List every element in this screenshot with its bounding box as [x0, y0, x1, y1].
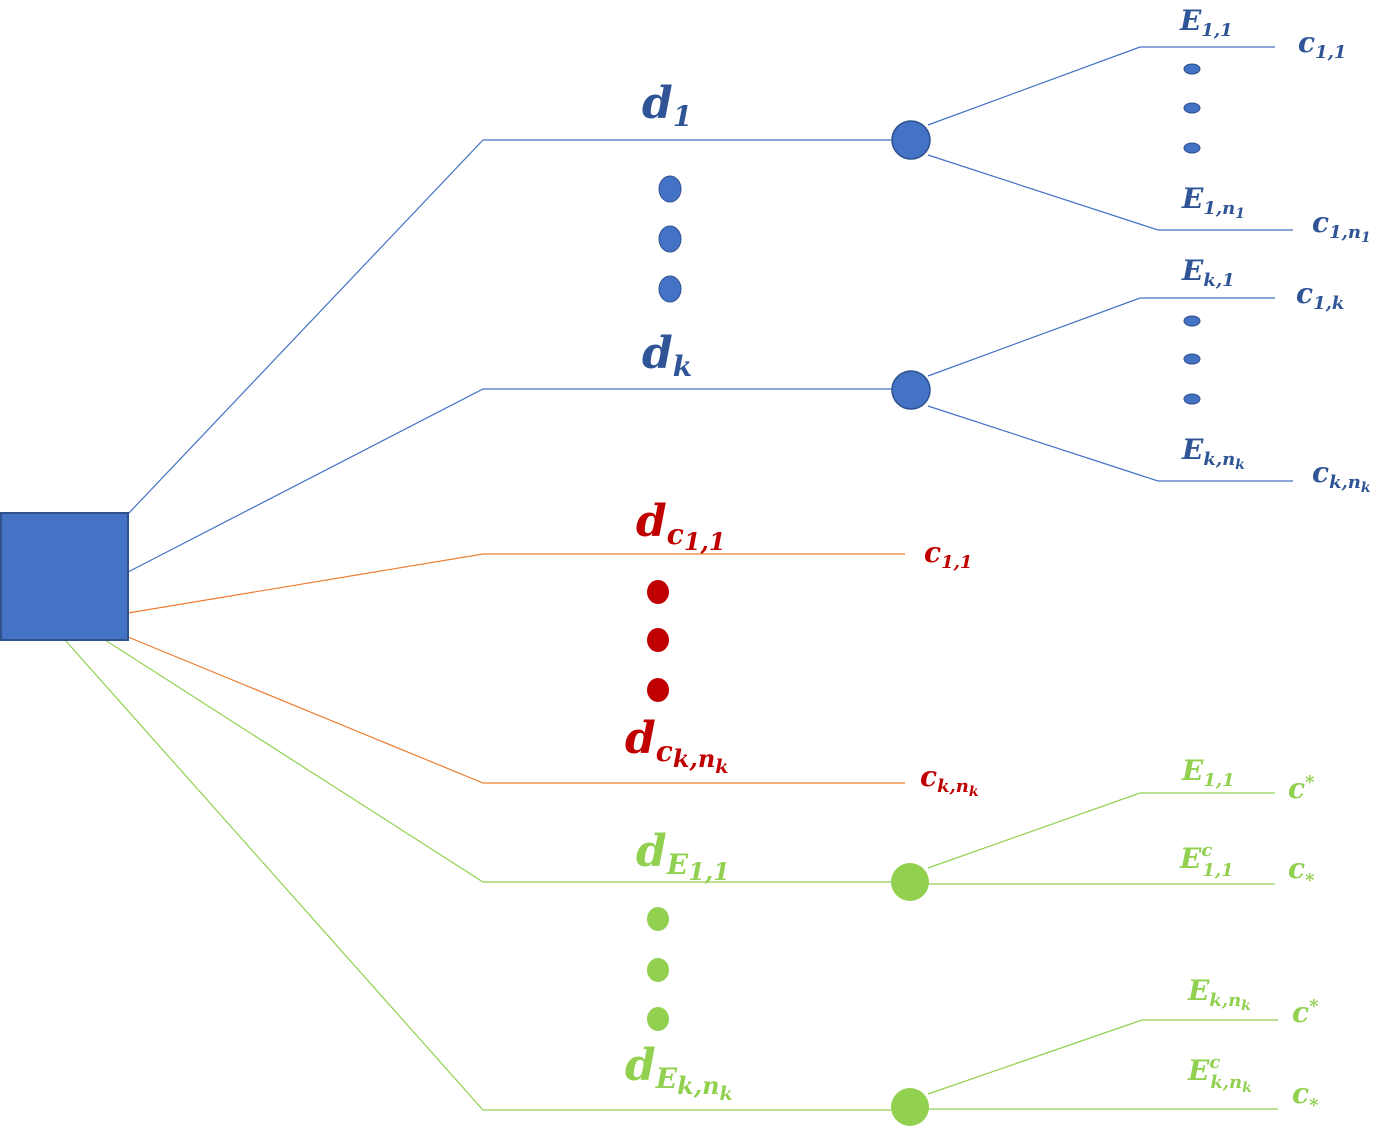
chance-node-dk: [891, 370, 931, 410]
label-E1n1: E1,n1: [1181, 182, 1245, 222]
label-green-E11: E1,1: [1181, 754, 1235, 791]
label-red-c11: c1,1: [924, 536, 972, 573]
label-red-cknk: ck,nk: [920, 760, 979, 800]
outcome-line-Eknk: [927, 405, 1293, 482]
label-green-cstar-top-2: c*: [1292, 996, 1319, 1029]
label-c1k: c1,k: [1296, 277, 1344, 314]
label-green-cstar-top: c*: [1288, 772, 1315, 805]
branch-line-dEknk: [64, 639, 895, 1111]
branch-line-d1: [127, 139, 895, 515]
label-cknk: ck,nk: [1312, 456, 1371, 496]
chance-node-dE11: [891, 863, 929, 901]
ellipsis-dots-green-decisions: [647, 907, 669, 1031]
ellipsis-dots-outcomes-k: [1183, 315, 1201, 405]
branch-line-dc11: [127, 553, 905, 614]
chance-branches: [927, 46, 1293, 1110]
ellipsis-dots-red-decisions: [647, 580, 669, 702]
label-c1n1: c1,n1: [1312, 206, 1371, 246]
outcome-line-green-Eknk: [927, 1019, 1278, 1095]
label-E11: E1,1: [1179, 4, 1233, 41]
root-decision-node: [0, 512, 129, 641]
ellipsis-dots-blue-decisions: [658, 175, 682, 303]
chance-node-dEknk: [891, 1088, 929, 1126]
label-green-Eknk: Ek,nk: [1187, 974, 1251, 1014]
label-dcknk: dck,nk: [625, 713, 728, 778]
outcome-line-E11: [927, 46, 1275, 126]
label-c11-top: c1,1: [1298, 26, 1346, 63]
label-dc11: dc1,1: [636, 496, 726, 556]
root-branches: [64, 139, 905, 1111]
branch-line-dcknk: [127, 636, 905, 784]
label-green-cstar-bottom-2: c*: [1292, 1077, 1319, 1116]
label-Ek1: Ek,1: [1181, 254, 1235, 291]
label-green-cstar-bottom: c*: [1288, 852, 1315, 891]
label-Eknk: Ek,nk: [1181, 433, 1245, 473]
chance-node-d1: [891, 120, 931, 160]
outcome-line-green-E11: [927, 792, 1275, 869]
label-dEknk: dEk,nk: [625, 1040, 733, 1105]
branch-line-dE11: [104, 639, 895, 883]
label-d1: d1: [642, 78, 692, 133]
branch-line-dk: [127, 388, 895, 573]
label-dk: dk: [642, 328, 692, 383]
outcome-line-Ek1: [927, 297, 1275, 377]
ellipsis-dots-outcomes-1: [1183, 63, 1201, 154]
label-dE11: dE1,1: [636, 826, 730, 886]
outcome-line-E1n1: [927, 154, 1293, 231]
